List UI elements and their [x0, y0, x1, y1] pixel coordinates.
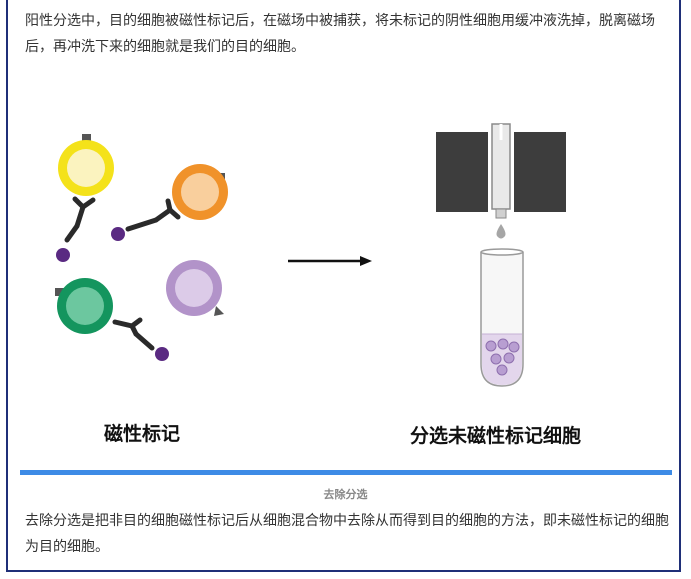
- orange-labeled-cell: [172, 164, 228, 220]
- yellow-antibody: [64, 196, 96, 243]
- section-paragraph: 去除分选是把非目的细胞磁性标记后从细胞混合物中去除从而得到目的细胞的方法，即未磁…: [25, 513, 669, 555]
- green-antibody: [112, 317, 155, 351]
- orange-antibody: [125, 198, 181, 232]
- page-frame: [6, 0, 681, 572]
- collection-tube: [480, 248, 524, 387]
- section-title: 去除分选: [323, 488, 368, 501]
- green-magnetic-bead: [155, 347, 169, 361]
- green-labeled-cell: [55, 278, 113, 334]
- left-magnet: [436, 132, 488, 212]
- sorting-illustration: 磁性标记 分选未磁性标记细胞: [55, 123, 581, 447]
- right-caption: 分选未磁性标记细胞: [410, 424, 581, 447]
- yellow-magnetic-bead: [56, 248, 70, 262]
- orange-magnetic-bead: [111, 227, 125, 241]
- right-magnet: [514, 132, 566, 212]
- purple-unlabeled-cell: [166, 260, 224, 316]
- top-paragraph: 阳性分选中，目的细胞被磁性标记后，在磁场中被捕获，将未标记的阴性细胞用缓冲液洗掉…: [25, 13, 655, 55]
- left-caption: 磁性标记: [104, 422, 180, 445]
- section-divider: [20, 470, 672, 475]
- eluate-drop: [496, 224, 506, 239]
- process-arrow: [288, 256, 372, 266]
- figure-magnetic-sorting: 磁性标记 分选未磁性标记细胞: [20, 100, 670, 460]
- yellow-labeled-cell: [58, 134, 114, 196]
- collected-unlabeled-cells: [485, 338, 520, 376]
- separation-column: [491, 123, 511, 219]
